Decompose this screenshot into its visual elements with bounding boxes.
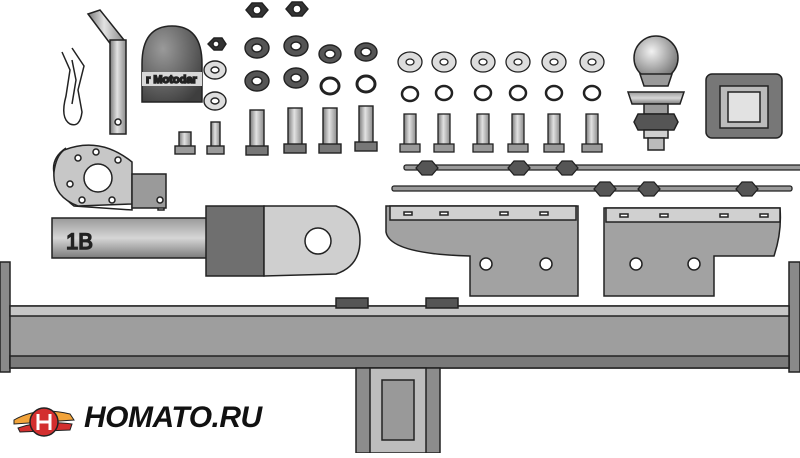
ball-cover-cap: r Motodar xyxy=(141,25,203,103)
main-cross-beam xyxy=(0,261,800,454)
hitch-pin xyxy=(86,9,127,135)
drawbar: 1B xyxy=(51,205,361,277)
ball-cover-label: r Motodar xyxy=(146,74,197,86)
large-fastener-set xyxy=(397,51,605,153)
tow-bracket-plate xyxy=(52,144,167,211)
drawbar-marking: 1B xyxy=(66,229,93,254)
spring-clip xyxy=(61,47,85,126)
square-receiver-insert xyxy=(705,73,783,139)
mounting-rods xyxy=(391,160,800,197)
small-fastener-set xyxy=(174,37,227,155)
left-mounting-bracket xyxy=(385,205,579,297)
tow-ball xyxy=(626,35,686,151)
medium-fastener-set xyxy=(244,1,378,156)
winged-h-logo-icon xyxy=(13,407,75,437)
brand-name: HOMATO.RU xyxy=(84,401,262,434)
right-mounting-bracket xyxy=(603,207,782,297)
